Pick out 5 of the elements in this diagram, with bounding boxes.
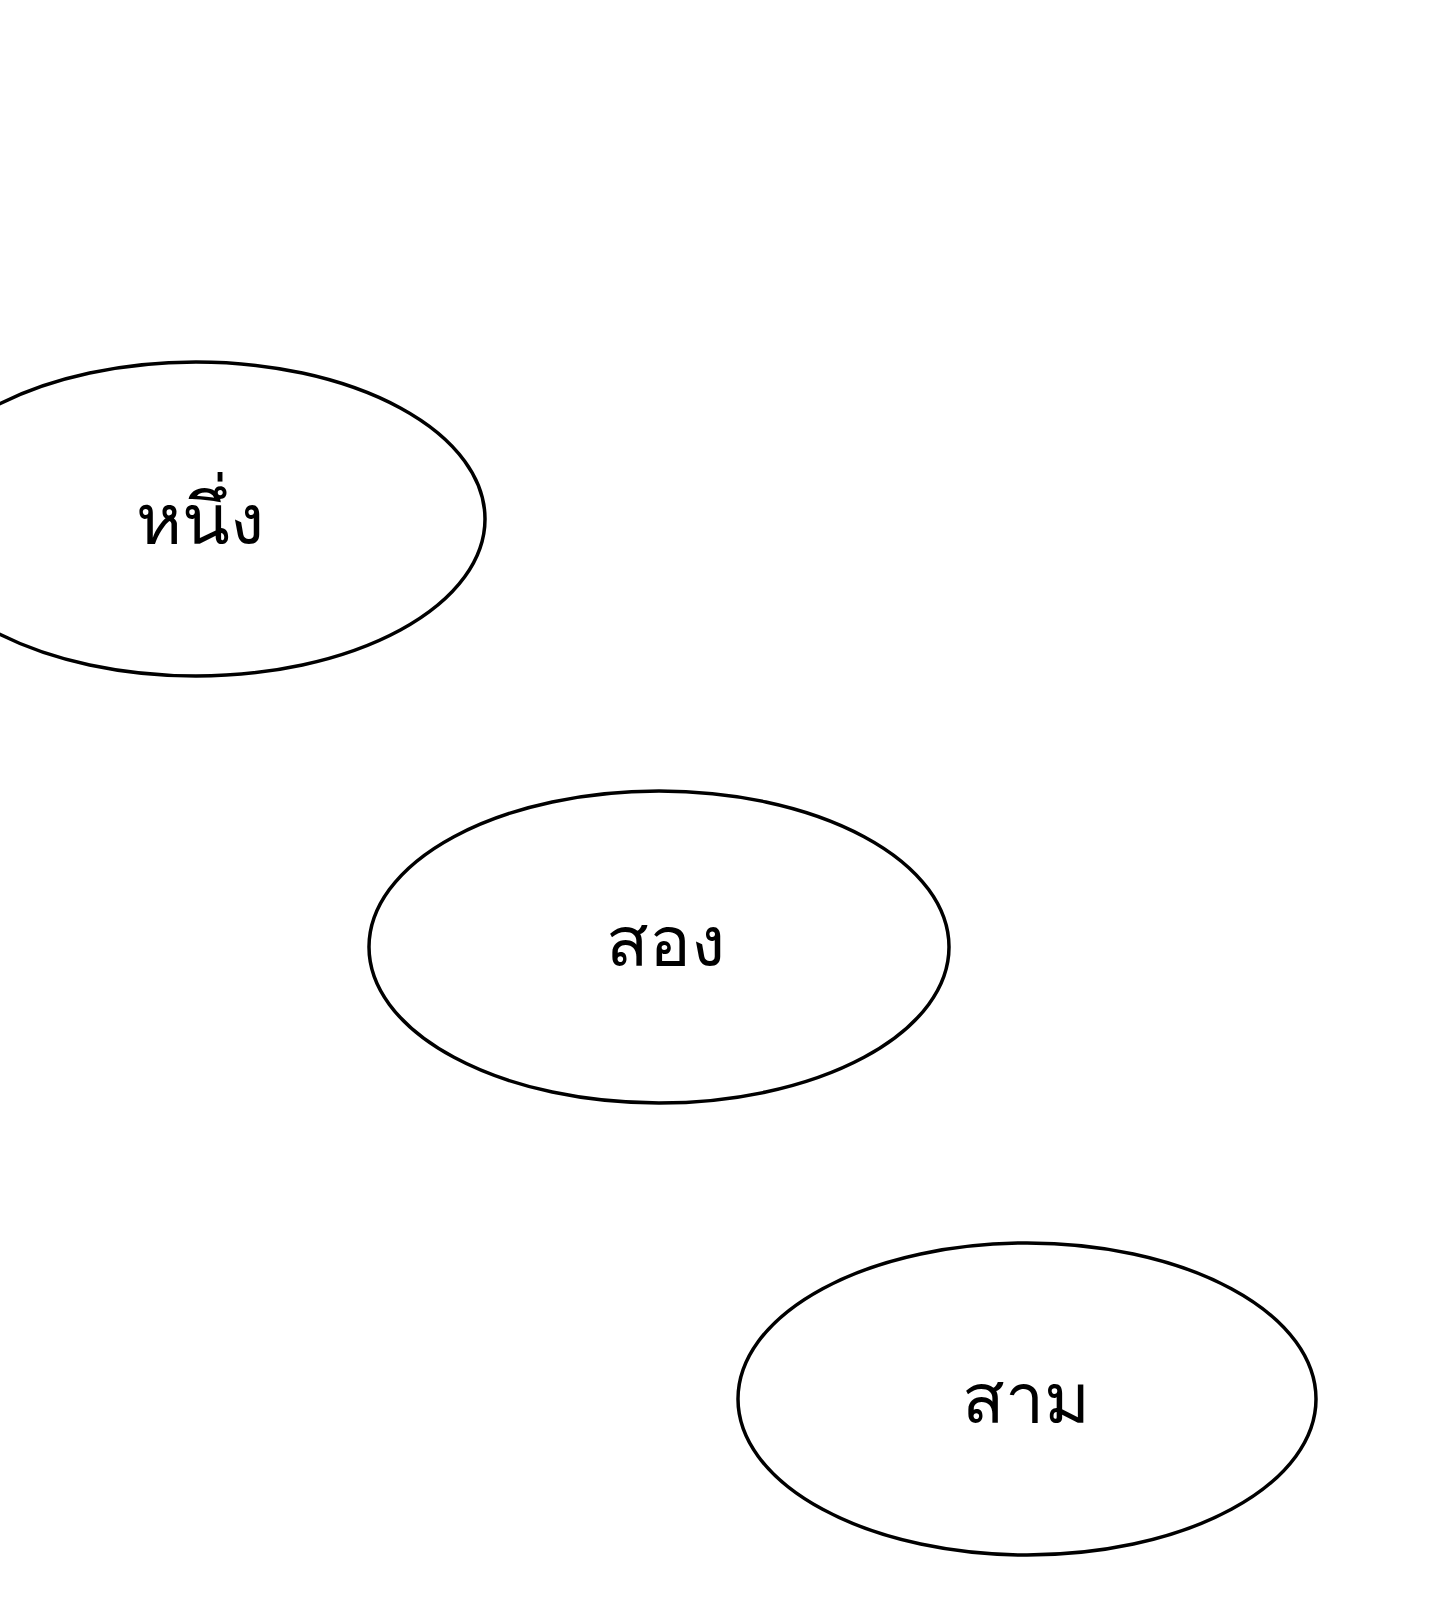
node-label: สาม <box>961 1357 1091 1442</box>
node-label: สอง <box>604 900 726 985</box>
ellipse-node <box>366 788 952 1106</box>
ellipse-node <box>735 1240 1319 1558</box>
node-label: หนึ่ง <box>132 462 268 568</box>
